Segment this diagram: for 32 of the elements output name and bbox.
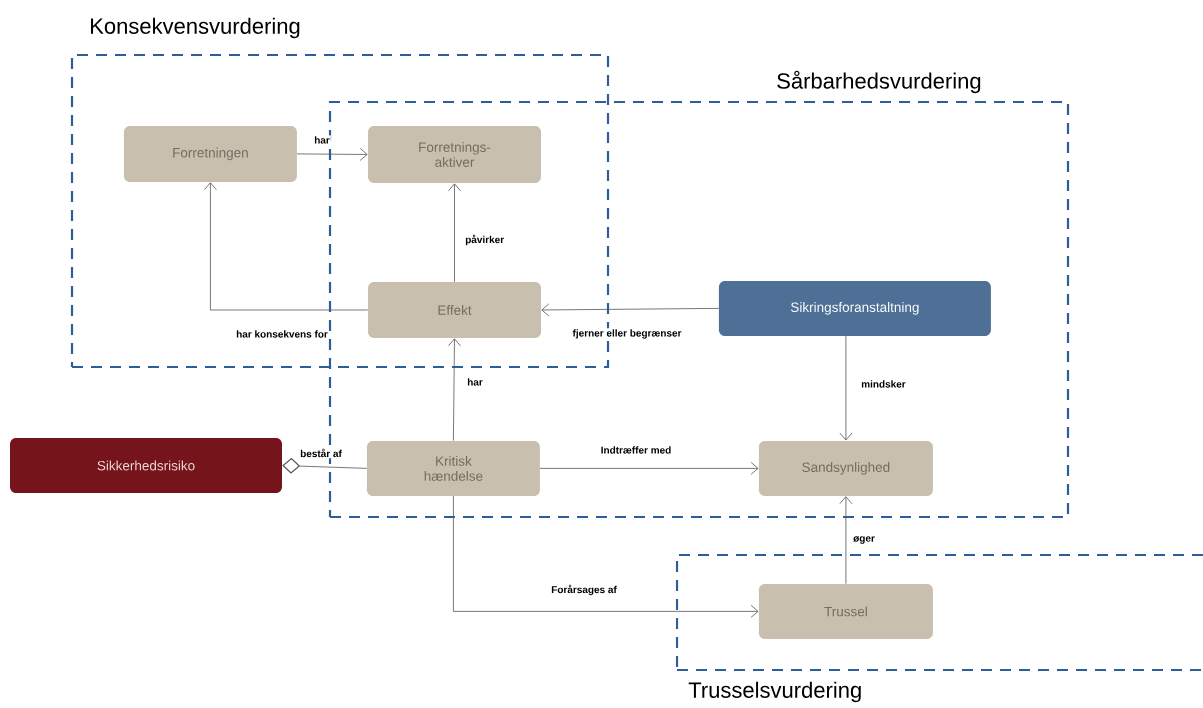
process-box: Effekt [368, 282, 541, 338]
edge-label: Forårsages af [550, 583, 618, 597]
region-heading: Trusselsvurdering [687, 680, 864, 704]
edge-label: fjerner eller begrænser [571, 328, 683, 340]
edge-label: Indtræffer med [599, 445, 673, 455]
arrow [448, 183, 461, 283]
process-box: Sandsynlighed [758, 440, 933, 496]
region-heading: Konsekvensvurdering [88, 16, 302, 40]
process-box: Forretnings- aktiver [368, 126, 541, 183]
process-box: Kritisk hændelse [366, 440, 540, 496]
edge-label: har konsekvens for [235, 329, 329, 339]
process-box: Trussel [758, 583, 933, 639]
arrow [204, 182, 369, 311]
edge-label: har [466, 377, 484, 387]
arrow [839, 335, 853, 441]
edge-label: påvirker [464, 233, 506, 247]
edge-label: har [313, 135, 331, 145]
process-box: Sikkerhedsrisiko [10, 438, 282, 493]
arrow [448, 338, 461, 442]
edge-label: består af [299, 447, 343, 459]
region-heading: Sårbarhedsvurdering [775, 69, 983, 95]
edge-label: øger [852, 535, 876, 545]
edge-label: mindsker [860, 379, 907, 389]
arrow [839, 496, 853, 585]
process-box: Forretningen [123, 125, 297, 182]
arrow [541, 303, 720, 317]
dashed-region [328, 100, 1070, 519]
arrow [539, 462, 759, 475]
arrow [296, 148, 368, 161]
process-box: Sikringsforanstaltning [718, 280, 991, 336]
dashed-region [675, 553, 1203, 672]
arrow [453, 495, 759, 618]
